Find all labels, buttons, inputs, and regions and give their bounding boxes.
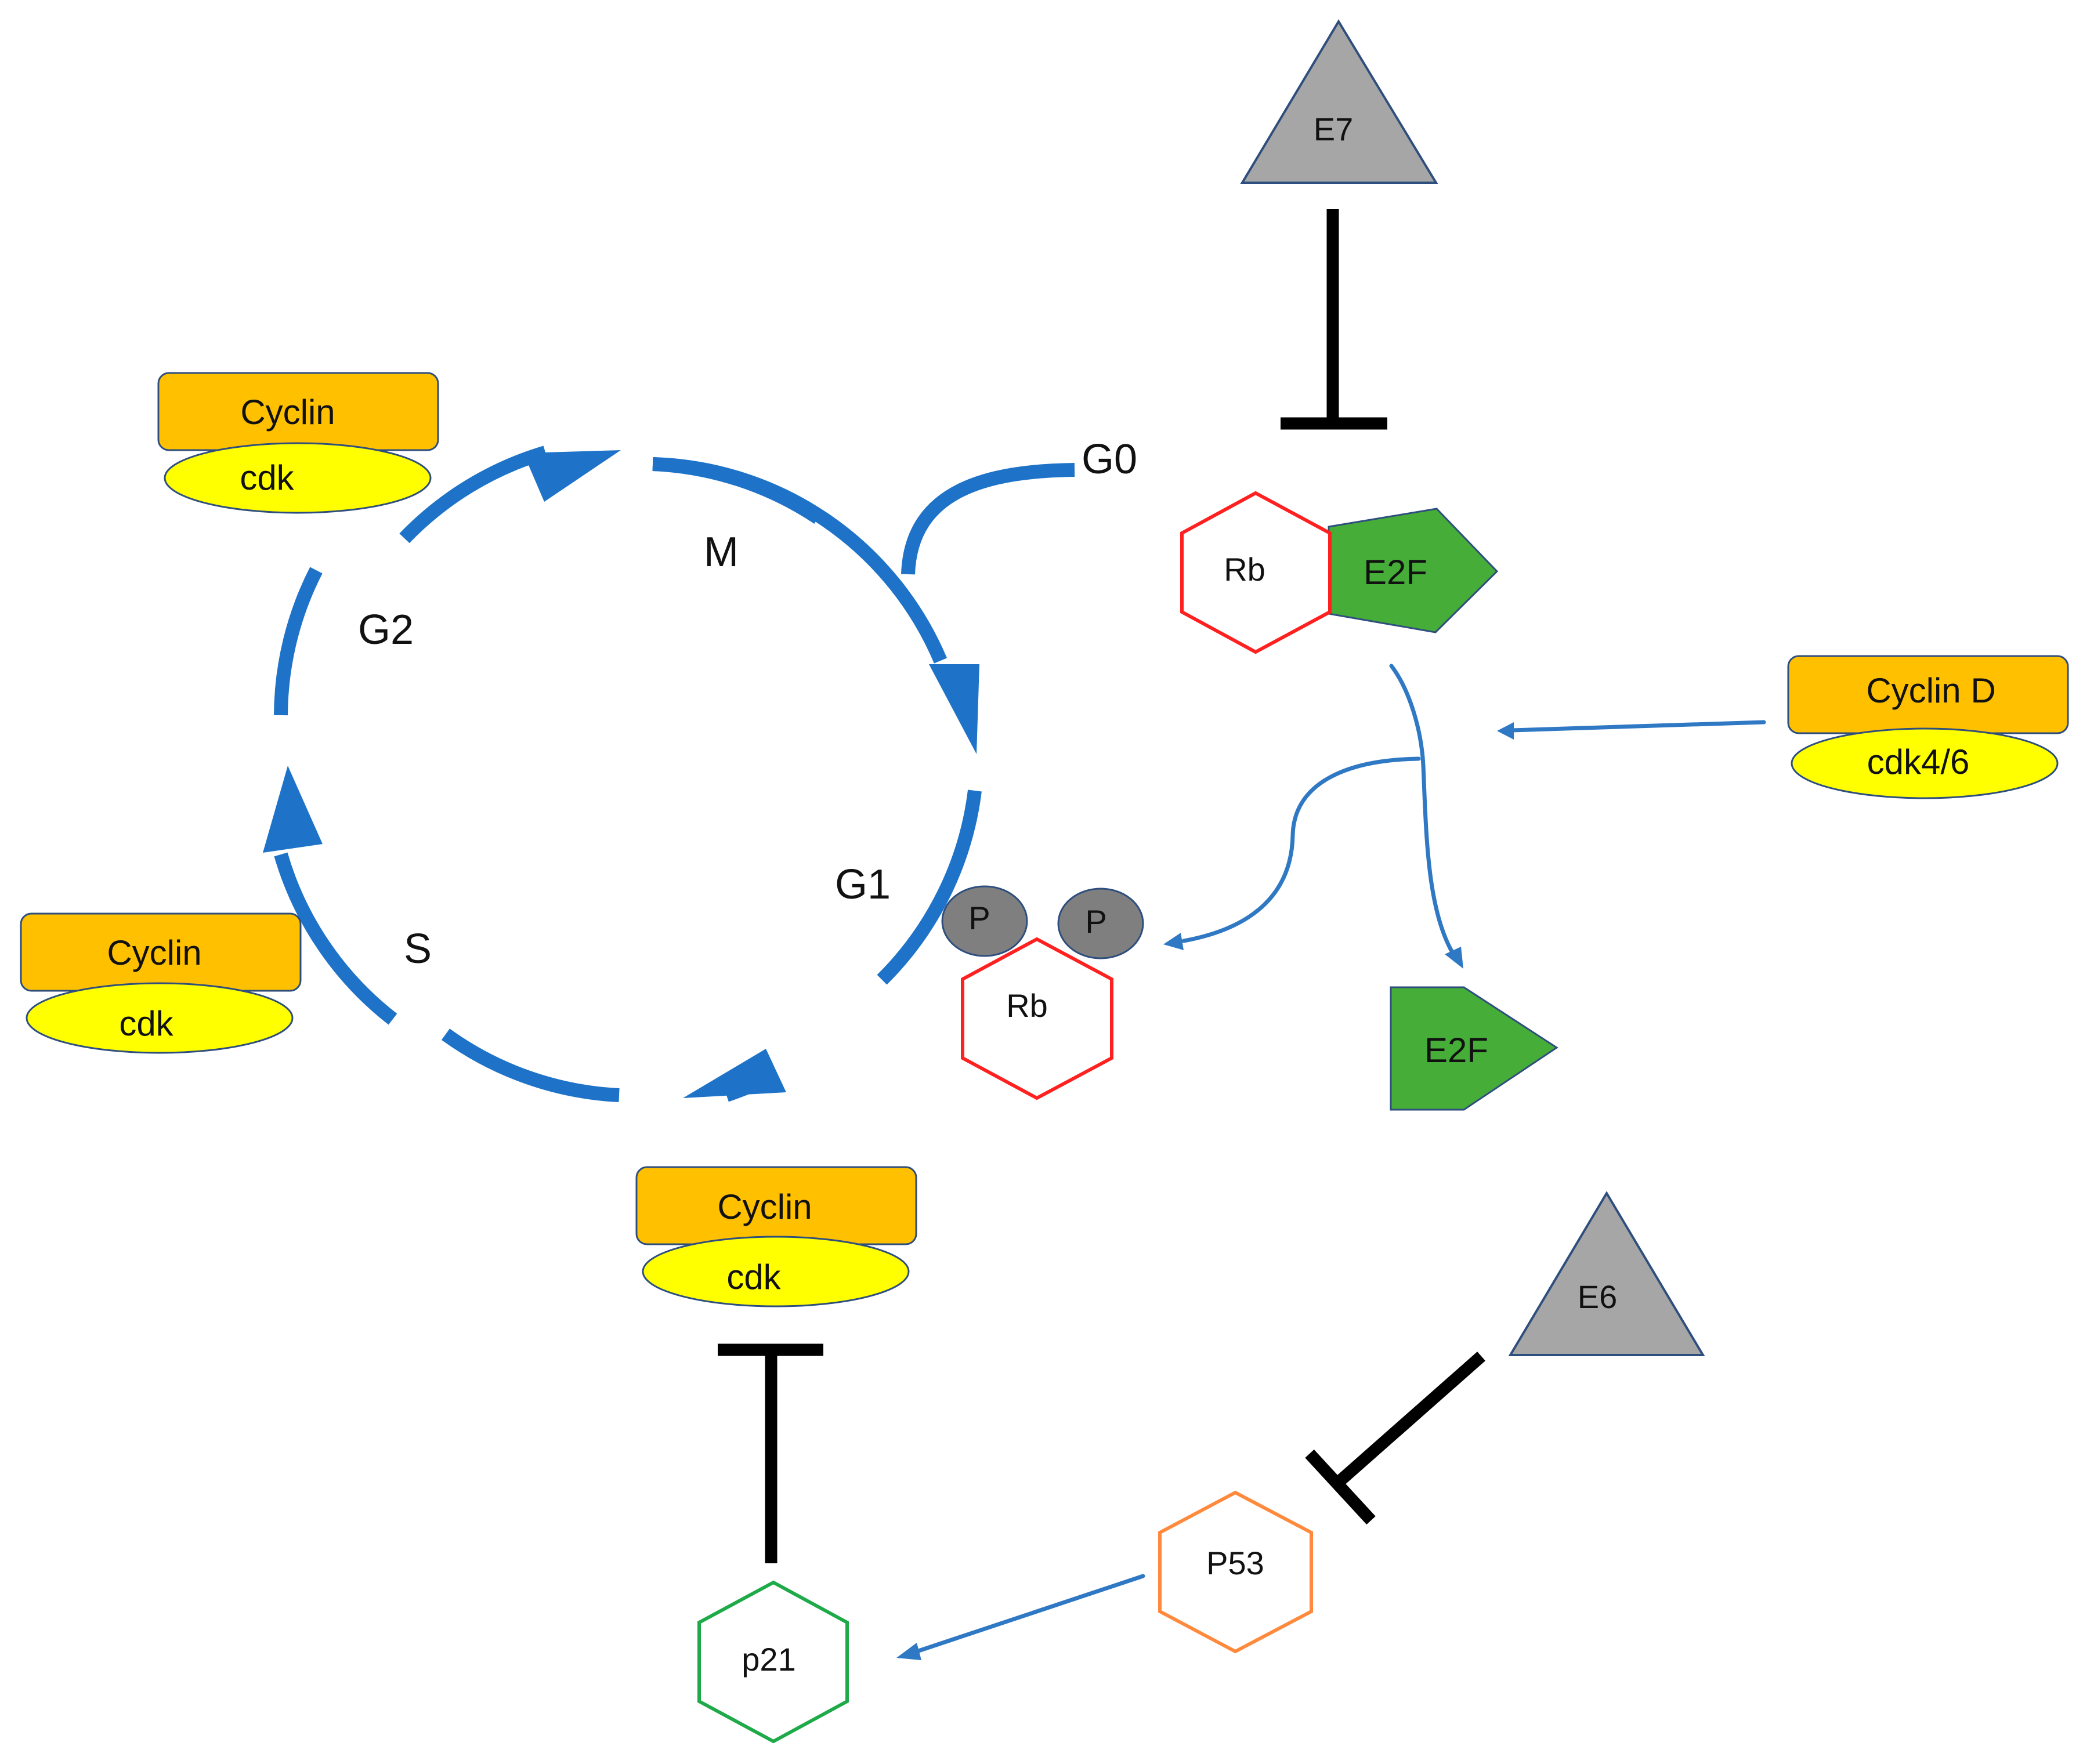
phase-labels: G0 M G2 G1 S bbox=[358, 436, 1137, 972]
cycle-arc-m-to-g1 bbox=[652, 457, 948, 664]
e7-inhibition-line bbox=[1281, 209, 1387, 430]
e6-label: E6 bbox=[1578, 1278, 1618, 1315]
cdk-label: cdk bbox=[240, 458, 294, 497]
e6-inhibition-line bbox=[1305, 1352, 1485, 1525]
rb-hexagon bbox=[961, 937, 1113, 1100]
p21-inhibition-line bbox=[718, 1343, 823, 1563]
phase-label-s: S bbox=[404, 926, 432, 972]
phosphate-label-right: P bbox=[1085, 903, 1106, 940]
e6-triangle bbox=[1508, 1191, 1705, 1356]
branch-to-free-e2f-arrow-shaft bbox=[1389, 664, 1456, 957]
cyclin-cdk-complex-left: Cyclin cdk bbox=[20, 912, 302, 1054]
arrowhead-to-g2 bbox=[263, 766, 323, 853]
branch-to-phospho-rb-arrow-shaft bbox=[1181, 756, 1421, 943]
phase-label-g2: G2 bbox=[358, 607, 414, 653]
phosphate-circle-left bbox=[941, 885, 1028, 957]
cell-cycle-ring bbox=[274, 445, 1075, 1102]
free-e2f: E2F bbox=[1390, 986, 1558, 1111]
cycle-arc-g1 bbox=[877, 789, 982, 985]
e2f-label: E2F bbox=[1424, 1031, 1488, 1070]
cycle-arc-s bbox=[441, 1028, 620, 1102]
p53: P53 bbox=[1158, 1490, 1313, 1654]
e2f-label: E2F bbox=[1364, 553, 1427, 592]
phosphorylation-arrows bbox=[1181, 664, 1766, 957]
cycle-arc-s-to-g2 bbox=[274, 852, 397, 1025]
arrowhead-to-m bbox=[523, 450, 621, 502]
p21: p21 bbox=[697, 1580, 849, 1744]
cdk-label: cdk bbox=[119, 1004, 173, 1043]
arrowhead-to-s bbox=[683, 1049, 786, 1098]
cycle-arc-m bbox=[652, 457, 822, 524]
cyclin-label: Cyclin bbox=[717, 1187, 812, 1226]
cyclin-d-label: Cyclin D bbox=[1866, 671, 1995, 710]
phase-label-m: M bbox=[704, 529, 739, 575]
arrowhead-at-phospho-rb bbox=[1163, 933, 1184, 950]
cyclin-cdk-complex-top-left: Cyclin cdk bbox=[157, 372, 439, 514]
p53-label: P53 bbox=[1206, 1545, 1264, 1581]
p21-hexagon bbox=[697, 1580, 849, 1744]
phosphate-circle-right bbox=[1057, 888, 1144, 959]
e7-viral-protein: E7 bbox=[1240, 19, 1438, 184]
p21-label: p21 bbox=[742, 1641, 795, 1678]
cdk-oval bbox=[642, 1236, 910, 1307]
rb-e2f-complex: Rb E2F bbox=[1180, 491, 1499, 654]
cyclin-d-cdk46-complex: Cyclin D cdk4/6 bbox=[1787, 655, 2069, 799]
e7-label: E7 bbox=[1314, 111, 1354, 147]
cell-cycle-arrowheads bbox=[263, 450, 979, 1098]
arrowhead-at-branch bbox=[1497, 722, 1514, 740]
p53-to-p21-arrow bbox=[896, 1574, 1145, 1660]
e6-viral-protein: E6 bbox=[1508, 1191, 1705, 1356]
phosphorylation-arrowheads bbox=[1163, 722, 1514, 969]
cyclin-cdk-complex-bottom: Cyclin cdk bbox=[635, 1166, 917, 1307]
p53-hexagon bbox=[1158, 1490, 1313, 1654]
arrowhead-at-free-e2f bbox=[1445, 947, 1463, 969]
cdk46-oval bbox=[1791, 727, 2059, 799]
phase-label-g0: G0 bbox=[1082, 436, 1137, 483]
arrowhead bbox=[896, 1643, 921, 1660]
e7-triangle bbox=[1240, 19, 1438, 184]
cdk-oval bbox=[164, 442, 432, 514]
cycle-arc-g2 bbox=[274, 567, 323, 716]
e2f-pentagon bbox=[1390, 986, 1558, 1111]
g0-entry-arrow-shaft bbox=[901, 463, 1075, 575]
arrowhead-to-g1 bbox=[929, 664, 979, 754]
cdk46-label: cdk4/6 bbox=[1867, 742, 1970, 781]
cdk-label: cdk bbox=[726, 1258, 781, 1296]
rb-label: Rb bbox=[1224, 551, 1265, 588]
phosphate-label-left: P bbox=[968, 900, 990, 936]
cyclin-label: Cyclin bbox=[240, 393, 335, 432]
cyclin-label: Cyclin bbox=[107, 933, 201, 972]
rb-label: Rb bbox=[1006, 987, 1048, 1024]
phase-label-g1: G1 bbox=[835, 861, 891, 908]
phospho-rb: Rb P P bbox=[941, 885, 1144, 1100]
inhibition-shaft bbox=[1334, 1352, 1485, 1487]
cyclin-d-to-branch-arrow-shaft bbox=[1509, 720, 1766, 733]
arrow-shaft bbox=[914, 1574, 1145, 1654]
cdk-oval bbox=[26, 982, 294, 1054]
inhibition-bar bbox=[1305, 1449, 1376, 1525]
cycle-arc-g2-to-m bbox=[399, 445, 548, 544]
rb-hexagon bbox=[1180, 491, 1332, 654]
